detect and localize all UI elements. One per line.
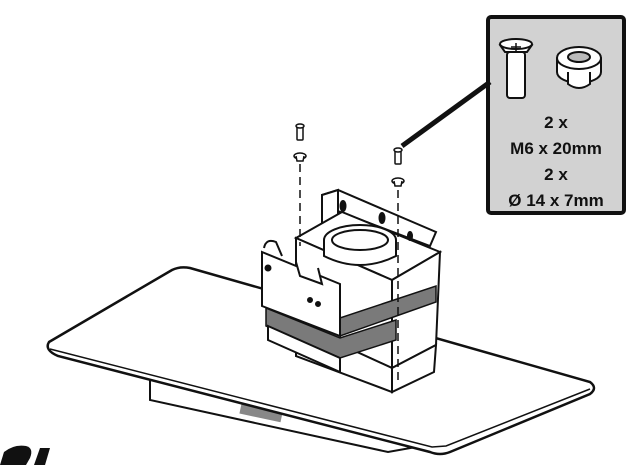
grommet-left bbox=[293, 152, 307, 162]
grommet-right bbox=[391, 177, 405, 187]
leader-line bbox=[400, 79, 492, 149]
gray-band-lower bbox=[265, 306, 397, 359]
screw-right bbox=[393, 147, 403, 165]
grommet-icon bbox=[556, 46, 602, 89]
hardware-inset: 2 x M6 x 20mm 2 x Ø 14 x 7mm bbox=[486, 15, 626, 215]
screw-left bbox=[295, 123, 305, 141]
inset-qty-screws: 2 x bbox=[544, 113, 568, 132]
front-bracket bbox=[261, 239, 341, 374]
inset-screw-size: M6 x 20mm bbox=[510, 139, 602, 158]
step-number-partial bbox=[0, 445, 50, 465]
inset-grommet-size: Ø 14 x 7mm bbox=[508, 191, 603, 210]
control-label-plate bbox=[239, 403, 283, 423]
screw-icon bbox=[498, 38, 534, 99]
inset-qty-grommets: 2 x bbox=[544, 165, 568, 184]
